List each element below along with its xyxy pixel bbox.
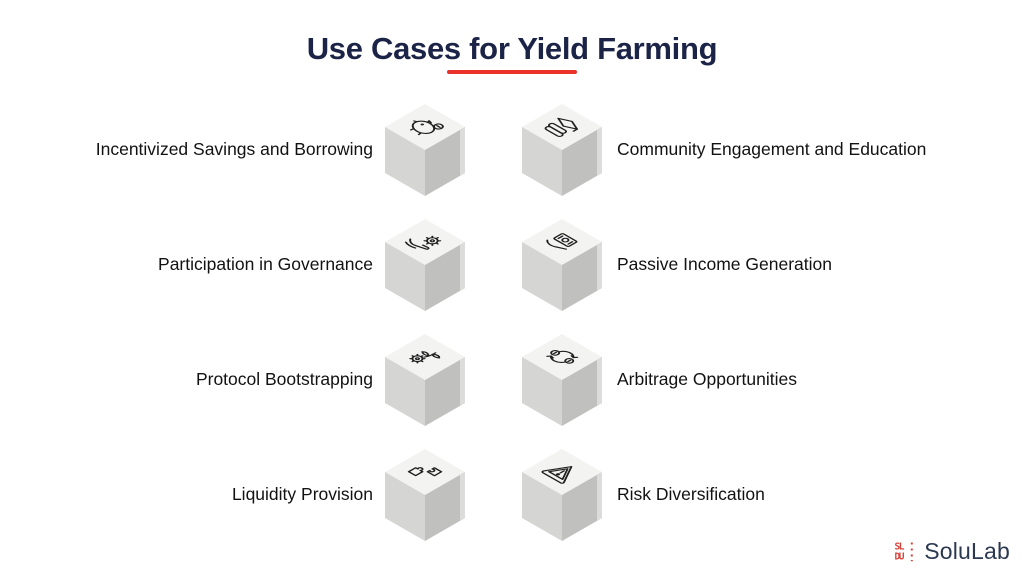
use-case-row: Incentivized Savings and Borrowing Commu…	[0, 92, 1024, 207]
use-case-label-right: Risk Diversification	[617, 483, 765, 504]
cube-warning-triangle-icon	[521, 448, 603, 542]
page-title: Use Cases for Yield Farming	[306, 31, 718, 66]
cube-piggy-bank-icon	[384, 103, 466, 197]
use-case-row: Participation in Governance Passive Inco…	[0, 207, 1024, 322]
svg-text:SL: SL	[895, 542, 905, 553]
title-underline	[447, 70, 577, 74]
cube-sprout-gear-icon	[384, 333, 466, 427]
cube-puzzle-pieces-icon	[384, 448, 466, 542]
use-case-row: Protocol Bootstrapping	[0, 322, 1024, 437]
use-case-label-left: Incentivized Savings and Borrowing	[95, 138, 373, 159]
use-case-rows: Incentivized Savings and Borrowing Commu…	[0, 92, 1024, 552]
solulab-logo: SL DU SoluLab	[894, 538, 1010, 565]
use-case-label-left: Participation in Governance	[158, 253, 373, 274]
use-case-row: Liquidity Provision Risk Diversification	[0, 437, 1024, 552]
cube-cycle-coins-icon	[521, 333, 603, 427]
solulab-logo-mark: SL DU	[895, 542, 913, 563]
use-case-label-right: Arbitrage Opportunities	[617, 368, 797, 389]
brand-name: SoluLab	[924, 538, 1010, 564]
use-case-label-right: Community Engagement and Education	[617, 138, 927, 159]
cube-hand-gear-icon	[384, 218, 466, 312]
use-case-label-right: Passive Income Generation	[617, 253, 832, 274]
cube-graduation-books-icon	[521, 103, 603, 197]
use-case-label-left: Liquidity Provision	[231, 483, 373, 504]
use-case-label-left: Protocol Bootstrapping	[195, 368, 373, 389]
svg-text:DU: DU	[895, 552, 905, 563]
cube-banknote-hand-icon	[521, 218, 603, 312]
